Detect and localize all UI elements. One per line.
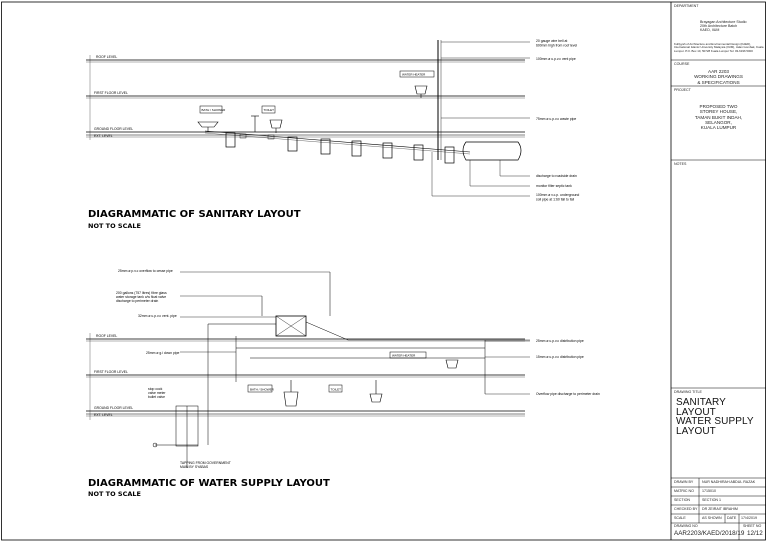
date-value: 17/4/2019 bbox=[741, 516, 757, 520]
water-note-1: 200 gallons (757 litres) fibre glass bbox=[116, 291, 167, 295]
svg-text:600mm high from roof level: 600mm high from roof level bbox=[536, 44, 577, 48]
water-tag-toilet: TOILET bbox=[331, 388, 342, 392]
sanitary-note-5: 100mm ø v.c.p. underground bbox=[536, 193, 579, 197]
level-label-first: FIRST FLOOR LEVEL bbox=[94, 91, 128, 95]
water-note-3: 25mm ø g.i down pipe bbox=[146, 351, 179, 355]
checked-value: DR ZEIRAIT IBRAHIM bbox=[702, 507, 738, 511]
sanitary-labels: ROOF LEVEL FIRST FLOOR LEVEL GROUND FLOO… bbox=[94, 39, 579, 202]
svg-text:GROUND FLOOR LEVEL: GROUND FLOOR LEVEL bbox=[94, 406, 133, 410]
water-note-2: 32mm ø u.p.v.c vent. pipe bbox=[138, 314, 177, 318]
course-info: AAR 2203 WORKING DRAWINGS & SPECIFICATIO… bbox=[694, 69, 743, 85]
drawn-by-value: NUR NADHIRAH ABDUL RAZAK bbox=[702, 480, 756, 484]
water-note-0: 25mm ø p.v.c overflow to cesse pipe bbox=[118, 269, 173, 273]
sanitary-title: DIAGRAMMATIC OF SANITARY LAYOUT bbox=[88, 209, 301, 220]
section-label: SECTION bbox=[674, 498, 690, 502]
section-value: SECTION 1 bbox=[702, 498, 721, 502]
sanitary-note-3: discharge to roadside drain bbox=[536, 174, 577, 178]
titleblock-grid bbox=[671, 59, 766, 540]
water-tag-heater: WATER HEATER bbox=[392, 354, 416, 358]
scale-label: SCALE bbox=[674, 516, 686, 520]
water-subtitle: NOT TO SCALE bbox=[88, 490, 141, 498]
water-note-7: stop cock bbox=[148, 387, 163, 391]
sanitary-tag-heater: WATER HEATER bbox=[402, 73, 426, 77]
sanitary-tag-bath: BATH / SHOWER bbox=[202, 108, 227, 112]
project-label: PROJECT bbox=[674, 88, 691, 92]
drawing-title: SANITARY LAYOUT WATER SUPPLY LAYOUT bbox=[676, 397, 754, 437]
sanitary-tag-toilet: TOILET bbox=[264, 108, 275, 112]
course-label: COURSE bbox=[674, 62, 690, 66]
drawing-no-label: DRAWING NO bbox=[674, 524, 698, 528]
water-note-8: TAPPING FROM GOVERNMENT bbox=[180, 461, 231, 465]
date-label: DATE bbox=[727, 516, 737, 520]
water-tag-bath: BATH / SHOWER bbox=[250, 388, 275, 392]
svg-text:ROOF LEVEL: ROOF LEVEL bbox=[96, 334, 117, 338]
department-info: Brayagan Architecture Studio 20th Archit… bbox=[700, 20, 747, 33]
sanitary-note-0: 20 gauge wire bell at bbox=[536, 39, 567, 43]
sheet-no-label: SHEET NO bbox=[743, 524, 762, 528]
svg-text:EXT. LEVEL: EXT. LEVEL bbox=[94, 413, 113, 417]
water-note-4: 25mm ø u.p.v.c distribution pipe bbox=[536, 339, 584, 343]
project-info: PROPOSED TWO STOREY HOUSE, TAMAN BUKIT I… bbox=[694, 104, 743, 131]
sanitary-note-1: 100mm ø u.p.v.c vent pipe bbox=[536, 57, 576, 61]
sheet-no-value: 12/12 bbox=[747, 530, 763, 537]
svg-text:water storage tank c/w float v: water storage tank c/w float valve bbox=[116, 295, 166, 299]
checked-label: CHECKED BY bbox=[674, 507, 698, 511]
svg-text:bullet valve: bullet valve bbox=[148, 395, 165, 399]
level-label-roof: ROOF LEVEL bbox=[96, 55, 117, 59]
drawing-no-value: AAR2203/KAED/2018/19 bbox=[674, 530, 745, 537]
notes-label: NOTES bbox=[674, 162, 687, 166]
water-supply-diagram bbox=[86, 271, 530, 468]
water-note-6: Overflow pipe discharge to perimeter dra… bbox=[536, 392, 600, 396]
level-label-ext: EXT. LEVEL bbox=[94, 134, 113, 138]
water-title: DIAGRAMMATIC OF WATER SUPPLY LAYOUT bbox=[88, 478, 330, 489]
sanitary-subtitle: NOT TO SCALE bbox=[88, 222, 141, 230]
water-supply-labels: ROOF LEVEL FIRST FLOOR LEVEL GROUND FLOO… bbox=[94, 269, 600, 469]
drawn-by-label: DRAWN BY bbox=[674, 480, 694, 484]
matric-label: MATRIC NO bbox=[674, 489, 694, 493]
svg-text:valve meter: valve meter bbox=[148, 391, 166, 395]
svg-text:MAIN BY SYABAS: MAIN BY SYABAS bbox=[180, 465, 209, 469]
svg-text:soil pipe at 1:60 fall to fall: soil pipe at 1:60 fall to fall bbox=[536, 198, 574, 202]
svg-text:discharge to perimeter drain: discharge to perimeter drain bbox=[116, 299, 158, 303]
department-address: Kulliyyah of Architecture and Environmen… bbox=[674, 42, 764, 53]
sanitary-note-4: monitor filter septic tank bbox=[536, 184, 572, 188]
water-note-5: 15mm ø u.p.v.c distribution pipe bbox=[536, 355, 584, 359]
department-label: DEPARTMENT bbox=[674, 4, 699, 8]
sanitary-diagram bbox=[86, 40, 530, 197]
svg-text:FIRST FLOOR LEVEL: FIRST FLOOR LEVEL bbox=[94, 370, 128, 374]
matric-value: 1715010 bbox=[702, 489, 716, 493]
scale-value: AS SHOWN bbox=[702, 516, 722, 520]
drawing-title-label: DRAWING TITLE bbox=[674, 390, 702, 394]
level-label-ground: GROUND FLOOR LEVEL bbox=[94, 127, 133, 131]
sanitary-note-2: 75mm ø u.p.v.c waste pipe bbox=[536, 117, 576, 121]
